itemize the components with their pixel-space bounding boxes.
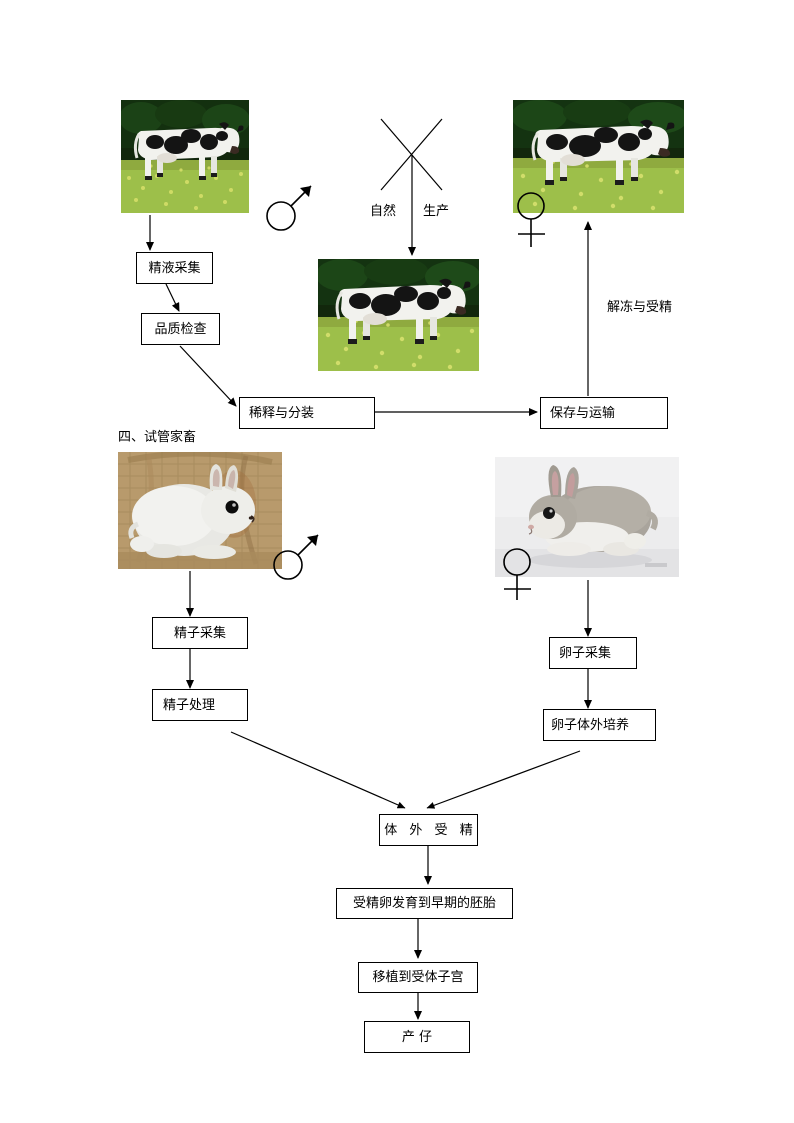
cow-photo-left xyxy=(121,100,249,213)
label-production: 生产 xyxy=(423,204,450,219)
box-dilution-packaging[interactable]: 稀释与分装 xyxy=(239,397,375,429)
box-semen-collection[interactable]: 精液采集 xyxy=(136,252,213,284)
box-oocyte-invitro-culture[interactable]: 卵子体外培养 xyxy=(543,709,656,741)
gray-rabbit-photo xyxy=(495,457,679,577)
white-rabbit-photo xyxy=(118,452,282,569)
box-birth[interactable]: 产 仔 xyxy=(364,1021,470,1053)
cow-photo-right xyxy=(513,100,684,213)
box-storage-transport[interactable]: 保存与运输 xyxy=(540,397,668,429)
box-oocyte-collection[interactable]: 卵子采集 xyxy=(549,637,637,669)
male-symbol-cow xyxy=(266,185,312,231)
box-quality-check[interactable]: 品质检查 xyxy=(141,313,220,345)
box-embryo-transfer[interactable]: 移植到受体子宫 xyxy=(358,962,478,993)
section-heading: 四、试管家畜 xyxy=(118,430,197,445)
box-sperm-treatment[interactable]: 精子处理 xyxy=(152,689,248,721)
label-natural: 自然 xyxy=(370,204,397,219)
box-sperm-collection[interactable]: 精子采集 xyxy=(152,617,248,649)
cow-photo-middle xyxy=(318,259,479,371)
label-thaw-fertilize: 解冻与受精 xyxy=(607,300,673,315)
box-embryo-development[interactable]: 受精卵发育到早期的胚胎 xyxy=(336,888,513,919)
box-invitro-fertilization[interactable]: 体 外 受 精 xyxy=(379,814,478,846)
